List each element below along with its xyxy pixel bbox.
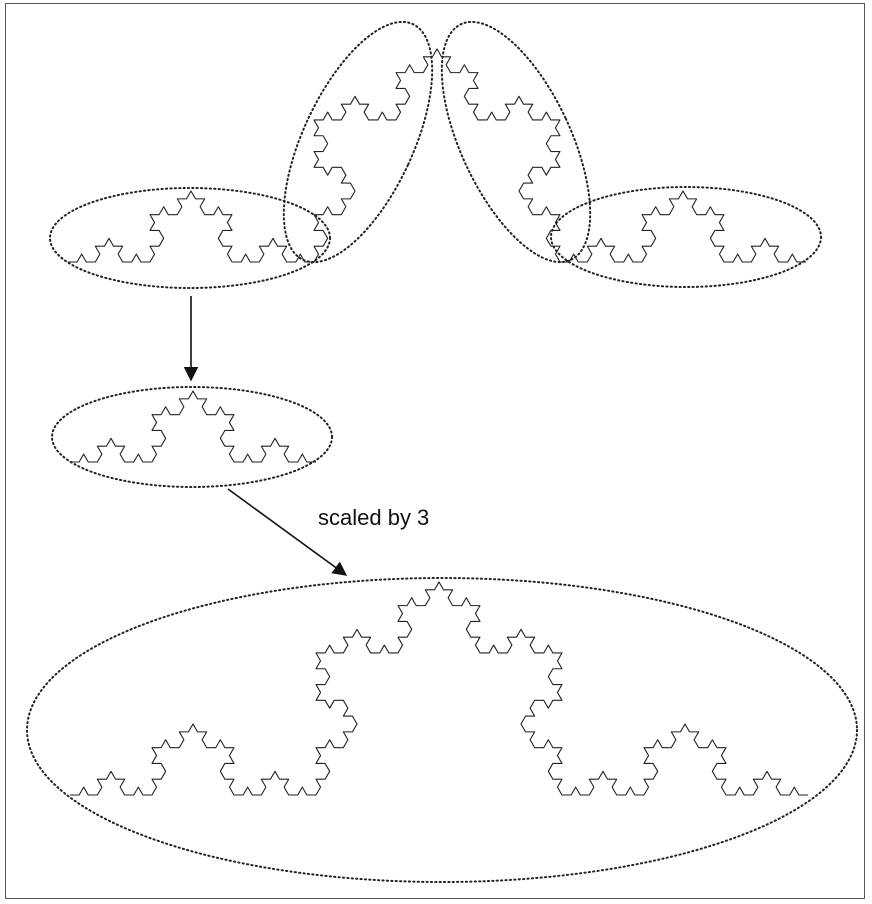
highlight-ellipse-piece-2 (282, 20, 434, 264)
scale-arrow (227, 488, 348, 576)
koch-curve-piece (70, 390, 316, 463)
scaled-ellipse (26, 577, 858, 883)
highlight-ellipse-piece-1 (49, 187, 331, 289)
koch-curve-scaled (70, 581, 808, 796)
koch-curve-full (68, 48, 806, 263)
highlight-ellipse-piece-4 (550, 186, 822, 288)
scale-label: scaled by 3 (318, 505, 430, 530)
highlight-ellipse-piece-3 (440, 20, 592, 264)
figure-frame (5, 3, 865, 899)
piece-ellipse (51, 386, 333, 488)
